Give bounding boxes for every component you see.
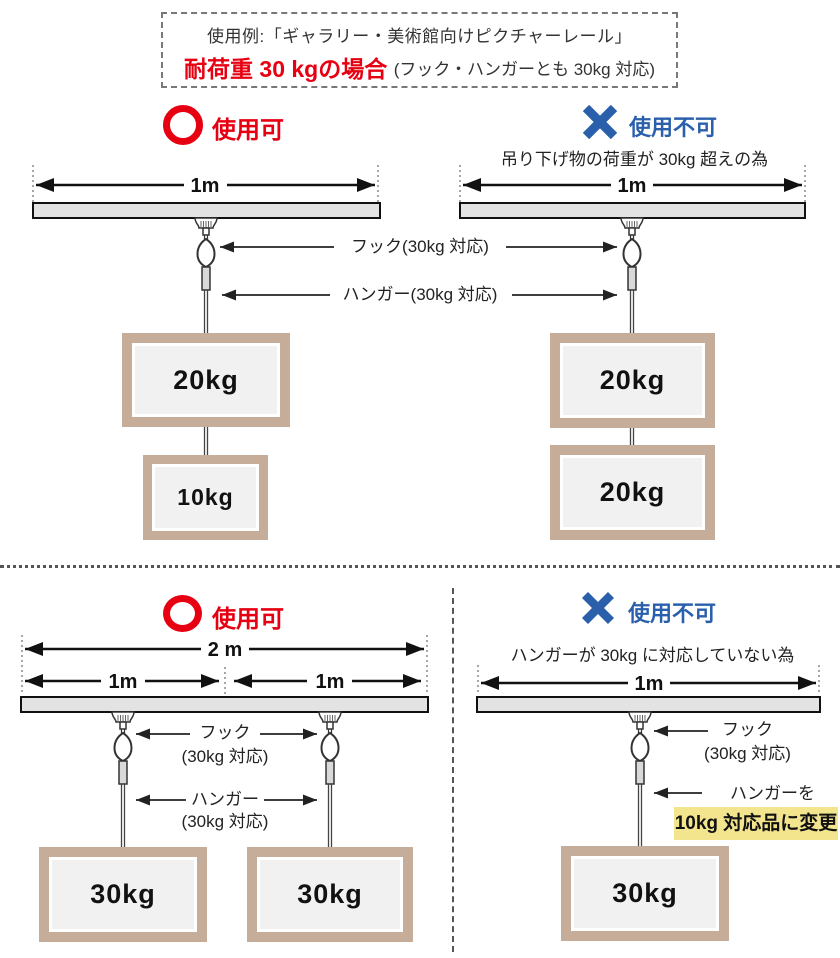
frame-weight-label: 20kg [132, 343, 280, 417]
ok-circle-icon [163, 595, 202, 632]
hanger-label-bottom-left-1: ハンガー [191, 790, 259, 809]
top-right-rail [459, 202, 806, 219]
picture-frame: 10kg [143, 455, 268, 540]
top-right-dimension: 1m [459, 165, 806, 202]
hanger-label-bottom-right-1: ハンガーを [730, 784, 815, 803]
header-capacity-emphasis: 耐荷重 30 kgの場合 [184, 56, 388, 82]
top-left-dimension: 1m [32, 165, 379, 202]
ng-x-icon [582, 105, 618, 139]
ng-x-icon [581, 592, 615, 624]
hanger-label-bottom-left-2: (30kg 対応) [181, 812, 269, 831]
header-box: 使用例:「ギャラリー・美術館向けピクチャーレール」 耐荷重 30 kgの場合 (… [161, 12, 678, 88]
frame-weight-label: 20kg [560, 455, 705, 530]
hook-label-top: フック(30kg 対応) [351, 237, 489, 256]
ng-label-bottom: 使用不可 [628, 601, 717, 626]
top-left-wires [203, 290, 209, 456]
bottom-left-hook-icon-2 [318, 711, 342, 785]
header-capacity-line: 耐荷重 30 kgの場合 (フック・ハンガーとも 30kg 対応) [163, 50, 676, 84]
frame-weight-label: 30kg [257, 857, 403, 932]
picture-frame: 30kg [247, 847, 413, 942]
hook-label-bottom-left-2: (30kg 対応) [181, 747, 269, 766]
picture-frame: 30kg [561, 846, 729, 941]
ok-label-bottom: 使用可 [212, 606, 284, 633]
picture-frame: 20kg [550, 333, 715, 428]
top-right-hook-icon [620, 217, 644, 291]
top-right-reason: 吊り下げ物の荷重が 30kg 超えの為 [500, 150, 769, 169]
top-diagram-svg: 1m 1m [32, 165, 806, 456]
vertical-dashed-divider [452, 588, 454, 952]
bottom-left-1m-dimensions: 1m 1m [25, 671, 421, 693]
frame-weight-label: 20kg [560, 343, 705, 418]
frame-weight-label: 30kg [49, 857, 197, 932]
top-left-rail [32, 202, 381, 219]
bottom-left-2m-dimension: 2 m [21, 635, 428, 694]
picture-frame: 30kg [39, 847, 207, 942]
hanger-label-top: ハンガー(30kg 対応) [342, 285, 498, 304]
ok-circle-icon [163, 105, 203, 145]
frame-weight-label: 30kg [571, 856, 719, 931]
top-left-hook-icon [194, 217, 218, 291]
picture-frame: 20kg [122, 333, 290, 427]
hook-label-bottom-right-1: フック [722, 720, 773, 739]
horizontal-dotted-divider [0, 565, 840, 568]
bottom-right-rail [476, 696, 821, 713]
bottom-right-hook-icon [628, 711, 652, 785]
frame-weight-label: 10kg [152, 464, 259, 531]
header-capacity-note: (フック・ハンガーとも 30kg 対応) [393, 59, 655, 79]
bottom-wires [120, 784, 643, 847]
bottom-left-rail-total: 2 m [208, 639, 242, 661]
bottom-left-rail [20, 696, 429, 713]
ok-label-top: 使用可 [212, 117, 284, 144]
hanger-change-highlight: 10kg 対応品に変更 [674, 807, 838, 840]
bottom-right-dimension: 1m [477, 665, 820, 695]
top-right-wires [629, 290, 635, 446]
picture-frame: 20kg [550, 445, 715, 540]
hook-label-bottom-left-1: フック [199, 723, 251, 742]
top-left-rail-length: 1m [191, 175, 220, 197]
bottom-left-segment-1: 1m [109, 671, 138, 693]
bottom-diagram-svg: 2 m 1m 1m 1m [20, 635, 821, 847]
bottom-right-reason: ハンガーが 30kg に対応していない為 [510, 646, 795, 665]
ng-label-top: 使用不可 [629, 115, 718, 140]
hook-label-bottom-right-2: (30kg 対応) [704, 744, 791, 763]
bottom-right-rail-length: 1m [635, 673, 664, 695]
bottom-left-pointer-arrows [136, 728, 317, 806]
bottom-left-segment-2: 1m [316, 671, 345, 693]
bottom-right-pointer-arrows [654, 725, 708, 799]
top-right-rail-length: 1m [618, 175, 647, 197]
bottom-left-hook-icon-1 [111, 711, 135, 785]
header-usage-example: 使用例:「ギャラリー・美術館向けピクチャーレール」 [206, 27, 633, 46]
